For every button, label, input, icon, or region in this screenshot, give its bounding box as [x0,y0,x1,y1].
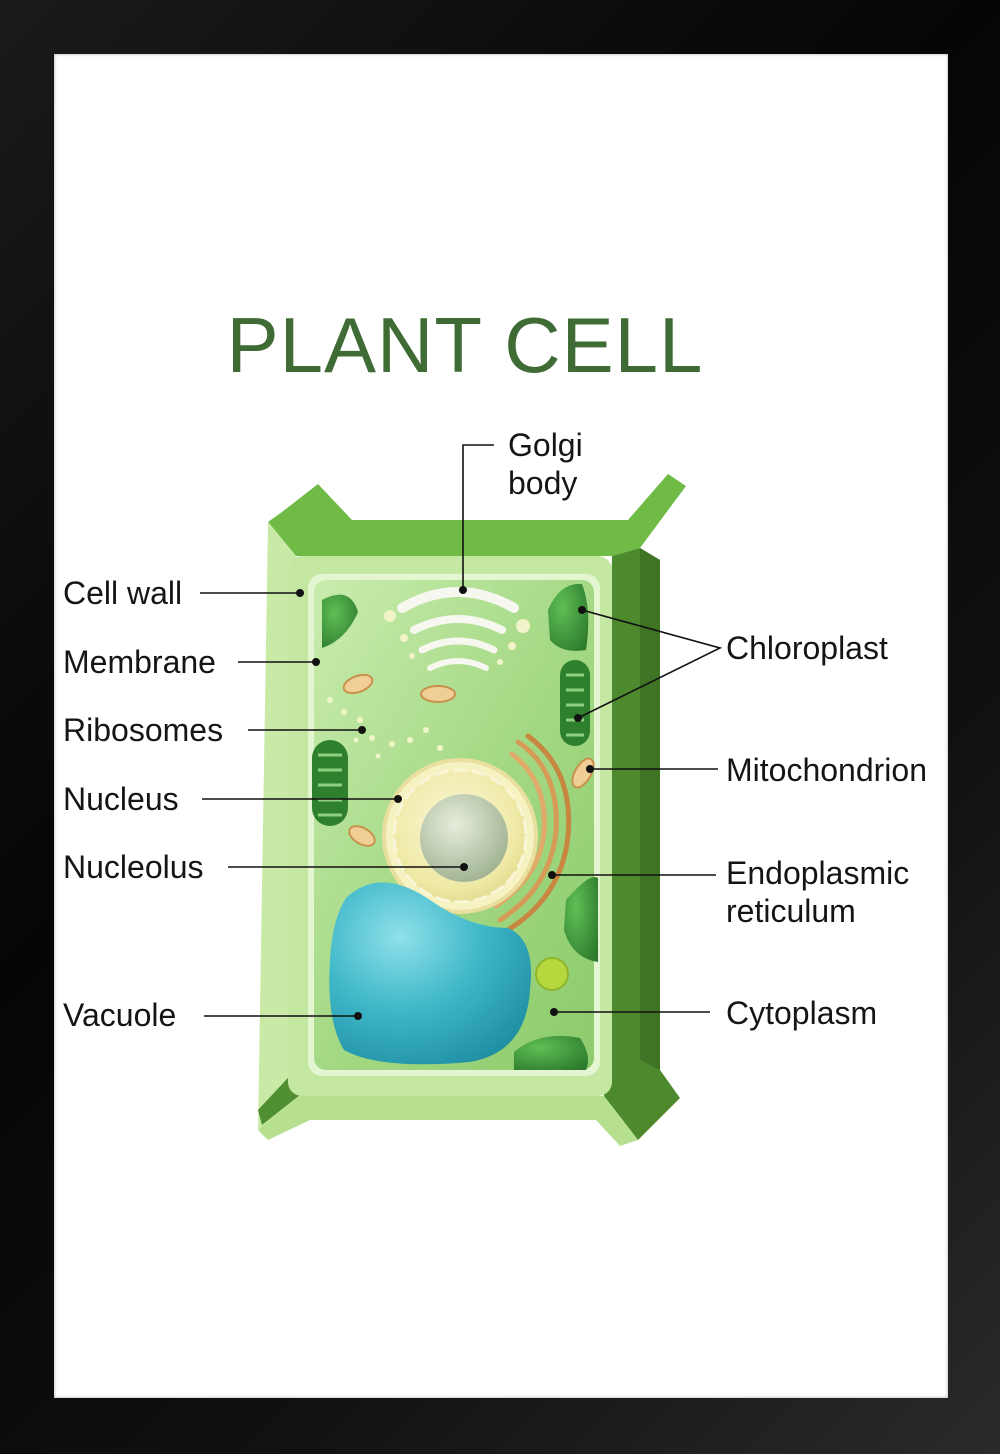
leader-dots [296,586,594,1020]
label-ribosomes: Ribosomes [63,712,224,748]
label-vacuole: Vacuole [63,997,177,1033]
label-cell-wall: Cell wall [63,575,183,611]
chloroplasts [312,583,598,1070]
label-membrane: Membrane [63,644,216,680]
label-chloroplast: Chloroplast [726,630,888,666]
ribosomes [327,610,530,759]
small-vesicle [535,957,569,991]
label-nucleus: Nucleus [63,781,179,817]
label-cytoplasm: Cytoplasm [726,995,878,1031]
label-endoplasmic-reticulum: Endoplasmic reticulum [726,854,909,930]
leader-lines [200,444,723,1017]
label-mitochondrion: Mitochondrion [726,752,927,788]
vacuole [329,882,532,1065]
label-er-line2: reticulum [726,893,856,929]
label-golgi-line1: Golgi [508,427,583,463]
label-er-line1: Endoplasmic [726,855,910,891]
label-golgi-line2: body [508,465,578,501]
nucleus [382,758,538,914]
golgi-body [397,587,519,671]
label-golgi-body: Golgi body [508,426,583,502]
label-nucleolus: Nucleolus [63,849,204,885]
diagram-title: PLANT CELL [226,301,704,389]
